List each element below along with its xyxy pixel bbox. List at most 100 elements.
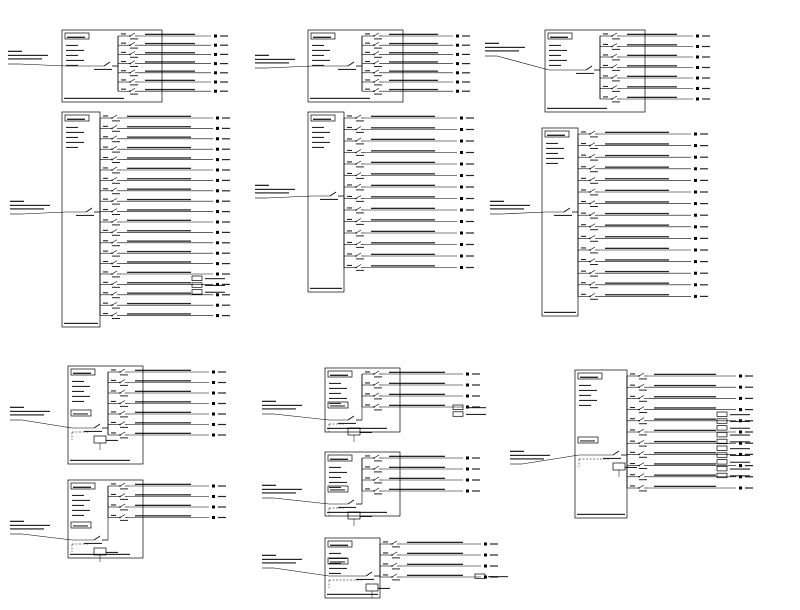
load-terminal [460, 151, 463, 154]
breaker-contact [638, 473, 645, 478]
breaker-contact [638, 417, 645, 422]
breaker-contact [373, 454, 380, 459]
circuit-number [365, 488, 370, 490]
breaker-rating-text [120, 519, 128, 521]
main-switch-rating [576, 72, 594, 74]
cable-spec-text [605, 212, 669, 215]
load-terminal [216, 178, 219, 182]
load-label [745, 397, 753, 399]
load-terminal [216, 147, 219, 151]
load-label [218, 371, 226, 373]
breaker-rating-text [612, 101, 620, 103]
circuit-number [103, 146, 108, 148]
cable-spec-text [605, 201, 669, 203]
load-terminal [739, 385, 742, 389]
lighting-load-device [716, 425, 728, 431]
breaker-rating-text [356, 143, 364, 145]
breaker-contact [111, 270, 118, 275]
breaker-contact [638, 428, 645, 433]
branch-circuit [344, 229, 474, 237]
branch-circuit [108, 400, 226, 407]
load-label [745, 409, 753, 411]
breaker-rating-text [356, 235, 364, 237]
branch-circuit [578, 153, 708, 161]
breaker-contact [373, 465, 380, 470]
breaker-rating-text [639, 490, 647, 492]
branch-circuit [600, 64, 710, 71]
feeder-cable [21, 211, 67, 215]
load-label [222, 169, 230, 171]
cable-spec-text [654, 474, 716, 476]
branch-circuit [627, 395, 753, 402]
panel-enclosure [61, 111, 101, 328]
feeder-cable [21, 419, 73, 429]
branch-circuit [344, 252, 474, 260]
load-terminal [739, 408, 742, 412]
circuit-number [103, 125, 108, 127]
breaker-rating-text [112, 151, 120, 153]
breaker-rating-text [120, 405, 128, 407]
panel-id-text [313, 118, 331, 120]
breaker-contact [111, 135, 118, 140]
breaker-contact [111, 291, 118, 296]
branch-circuit [108, 514, 226, 521]
lighting-load-device [716, 472, 728, 479]
circuit-number [630, 373, 635, 375]
branch-circuit [118, 32, 228, 40]
cable-spec-text [135, 504, 191, 506]
main-switch-rating [84, 430, 102, 432]
feeder-cable [496, 55, 550, 71]
panel-spec-text [549, 64, 561, 66]
auxiliary-device-label [730, 420, 750, 422]
feeder-spec-text [510, 454, 550, 456]
circuit-number [383, 541, 388, 543]
panel-12 [510, 369, 753, 519]
feeder-spec-text [10, 204, 50, 206]
cable-spec-text [127, 209, 191, 211]
breaker-contact [638, 484, 645, 489]
load-terminal [456, 52, 459, 56]
load-terminal [466, 467, 469, 471]
feeder-title [10, 520, 24, 522]
branch-circuit [627, 484, 753, 492]
load-terminal [216, 282, 219, 286]
load-terminal [466, 383, 469, 387]
auxiliary-device-label [730, 448, 750, 450]
circuit-number [103, 209, 108, 211]
panel-caption [310, 97, 370, 99]
breaker-contact [119, 493, 126, 497]
branch-circuit [578, 200, 708, 207]
load-terminal [216, 137, 219, 141]
lighting-load-device [716, 438, 728, 445]
circuit-number [347, 149, 352, 151]
relay-label [106, 439, 118, 441]
circuit-number [603, 64, 608, 66]
lighting-load-device [716, 466, 728, 472]
panel-spec-text [329, 486, 341, 488]
load-terminal [212, 495, 215, 498]
branch-circuit [100, 291, 230, 299]
circuit-number [581, 131, 586, 133]
load-terminal [460, 174, 463, 177]
breaker-rating-text [590, 240, 598, 242]
circuit-number [111, 411, 116, 413]
load-terminal [466, 372, 469, 376]
branch-circuit [362, 476, 480, 484]
branch-circuit [344, 264, 474, 271]
breaker-rating-text [590, 252, 598, 254]
panel-spec-text [329, 382, 341, 384]
cable-spec-text [627, 86, 677, 88]
breaker-pivot [111, 200, 113, 202]
feeder-cable [521, 454, 580, 465]
load-terminal [216, 199, 219, 203]
circuit-number [365, 61, 370, 63]
branch-circuit [627, 462, 753, 469]
breaker-rating-text [374, 398, 382, 400]
load-terminal [694, 155, 697, 159]
breaker-contact [391, 551, 398, 556]
load-terminal [212, 516, 215, 519]
circuit-number [103, 198, 108, 200]
branch-circuit [344, 137, 474, 145]
breaker-pivot [111, 283, 113, 286]
cable-spec-text [605, 247, 669, 249]
